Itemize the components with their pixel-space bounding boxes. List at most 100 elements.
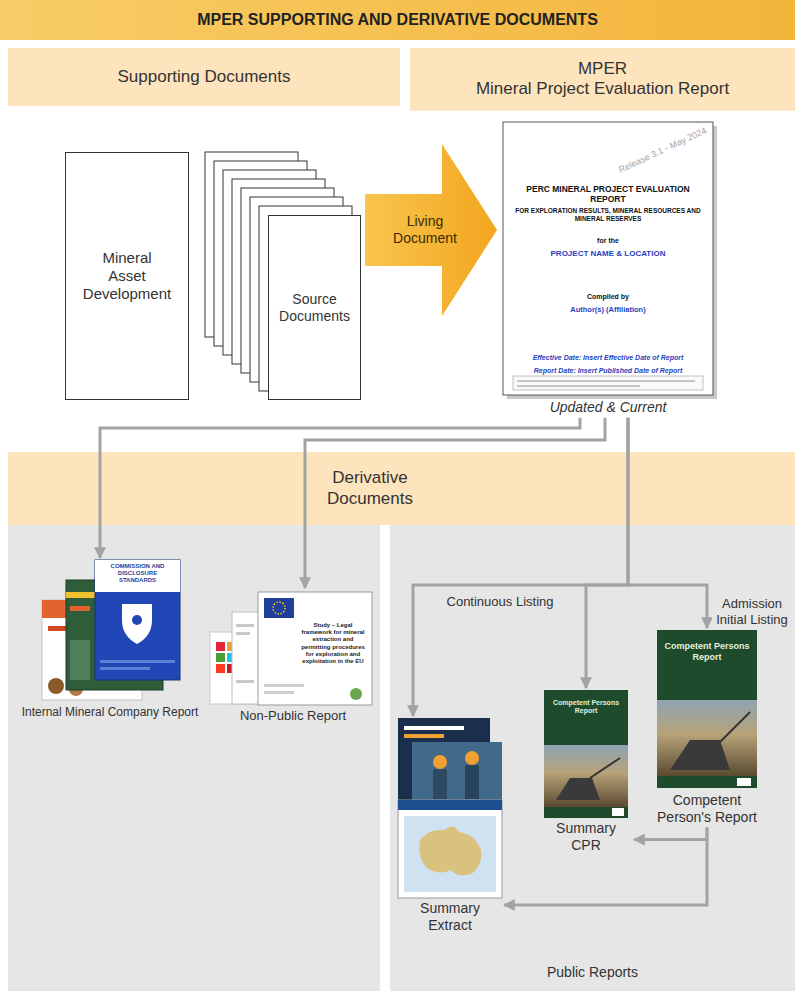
- node-text: Compiled by: [513, 293, 703, 301]
- flow-arrow: [365, 144, 497, 316]
- diagram-title: MPER SUPPORTING AND DERIVATIVE DOCUMENTS: [197, 10, 598, 29]
- band-ground: [8, 452, 795, 525]
- summary-extract-covers: [398, 718, 502, 898]
- document-thumbnail: Summary CPR: [540, 690, 632, 854]
- node-text: FOR EXPLORATION RESULTS, MINERAL RESOURC…: [513, 207, 703, 223]
- non-public-report-covers: [210, 592, 372, 705]
- non-public-report-covers-part: [258, 592, 372, 705]
- process-box: Mineral Asset Development: [65, 152, 189, 400]
- internal-report-covers-part: [69, 682, 83, 696]
- summary-extract-covers-part: [404, 726, 464, 730]
- internal-report-covers-part: [132, 615, 142, 625]
- report-page-part: [503, 122, 713, 395]
- label-holder: Competent Persons Report: [549, 699, 623, 716]
- summary-cpr-cover-part: [612, 808, 624, 816]
- internal-report-covers-part: [48, 678, 64, 694]
- connector-label: Admission Initial Listing: [712, 596, 792, 627]
- connectors: [100, 144, 707, 905]
- node-text: Report Date: Insert Published Date of Re…: [513, 367, 703, 375]
- band-ground: [410, 48, 795, 111]
- internal-report-covers-part: [100, 667, 150, 670]
- non-public-report-covers-part: [264, 684, 304, 687]
- label-holder: Study – Legal framework for mineral extr…: [298, 622, 368, 665]
- report-page-part: [517, 385, 640, 387]
- non-public-report-covers-part: [273, 602, 285, 614]
- document-thumbnail: Non-Public Report: [208, 590, 378, 724]
- summary-cpr-cover-part: [556, 778, 600, 800]
- non-public-report-covers-part: [216, 653, 225, 662]
- non-public-report-covers-part: [227, 642, 236, 651]
- non-public-report-covers-part: [216, 664, 225, 673]
- node-text: for the: [513, 237, 703, 245]
- summary-extract-covers-part: [398, 800, 502, 898]
- report-page-part: [513, 376, 703, 390]
- non-public-report-covers-part: [264, 691, 294, 694]
- internal-report-covers-part: [66, 580, 163, 690]
- cpr-cover-part: [737, 778, 751, 786]
- report-page: [503, 122, 717, 399]
- non-public-report-covers-part: [350, 688, 362, 700]
- node-text: Source Documents: [275, 291, 354, 325]
- summary-extract-covers-part: [404, 816, 496, 892]
- non-public-report-covers-part: [236, 632, 250, 635]
- connector: [634, 828, 707, 840]
- internal-report-covers: [42, 560, 180, 700]
- node-text: Summary CPR: [551, 820, 621, 854]
- internal-report-covers-part: [66, 592, 163, 598]
- summary-extract-covers-part: [398, 800, 502, 810]
- cover-title: COMMISSION AND DISCLOSURE STANDARDS: [99, 563, 176, 585]
- internal-report-covers-part: [122, 604, 152, 644]
- non-public-report-covers-part: [264, 598, 294, 618]
- thumbnail-area: [18, 560, 202, 705]
- header-band: Derivative Documents: [8, 452, 795, 525]
- process-box: Source Documents: [268, 215, 361, 400]
- document-page-area: PERC MINERAL PROJECT EVALUATION REPORTFO…: [503, 122, 713, 395]
- node-text: Author(s) (Affiliation): [513, 305, 703, 314]
- summary-extract-covers-part: [404, 734, 444, 738]
- non-public-report-covers-part: [216, 642, 225, 651]
- connector: [413, 418, 628, 716]
- summary-extract-covers-part: [465, 751, 479, 765]
- connector: [305, 418, 605, 588]
- node-text: Updated & Current: [503, 399, 713, 416]
- non-public-report-covers-part: [227, 664, 236, 673]
- header-band: MPERMineral Project Evaluation Report: [410, 48, 795, 111]
- summary-extract-covers-part: [412, 742, 502, 808]
- internal-report-covers-part: [70, 640, 90, 680]
- report-document: PERC MINERAL PROJECT EVALUATION REPORTFO…: [503, 122, 713, 416]
- connector-label-holder: Living Document: [389, 213, 461, 247]
- connector-label: Living Document: [389, 213, 461, 247]
- node-text: Mineral Project Evaluation Report: [476, 79, 729, 99]
- summary-cpr-cover-part: [544, 690, 628, 818]
- band-ground: [390, 525, 795, 991]
- summary-extract-covers-part: [398, 718, 490, 800]
- document-thumbnail: Summary Extract: [398, 718, 502, 934]
- internal-report-covers-part: [95, 560, 180, 592]
- node-text: Competent Person's Report: [653, 792, 761, 826]
- connector-label-holder: Continuous Listing: [425, 594, 575, 610]
- internal-report-covers-part: [42, 600, 142, 618]
- summary-extract-covers-part: [419, 826, 481, 875]
- cpr-cover: [657, 630, 757, 788]
- report-page-part: [507, 126, 717, 399]
- header-band: Supporting Documents: [8, 48, 400, 106]
- label-holder: Release 3.1 - May 2024: [617, 125, 708, 175]
- connector: [504, 828, 707, 905]
- title-band: MPER SUPPORTING AND DERIVATIVE DOCUMENTS: [0, 0, 795, 40]
- internal-report-covers-part: [42, 600, 142, 700]
- cpr-cover-part: [657, 700, 757, 776]
- thumbnail-area: [398, 718, 502, 900]
- connector: [100, 418, 580, 558]
- summary-cpr-cover-part: [590, 758, 620, 778]
- summary-cpr-cover-part: [544, 745, 628, 807]
- node-text: Derivative Documents: [320, 468, 420, 509]
- cpr-cover-part: [657, 630, 757, 788]
- connector: [586, 418, 628, 688]
- cover-title: Study – Legal framework for mineral extr…: [298, 622, 368, 665]
- cover-title: Competent Persons Report: [663, 641, 751, 663]
- node-text: Summary Extract: [410, 900, 490, 934]
- summary-cpr-cover: [544, 690, 628, 818]
- internal-report-covers-part: [100, 660, 175, 663]
- cpr-cover-part: [720, 712, 750, 742]
